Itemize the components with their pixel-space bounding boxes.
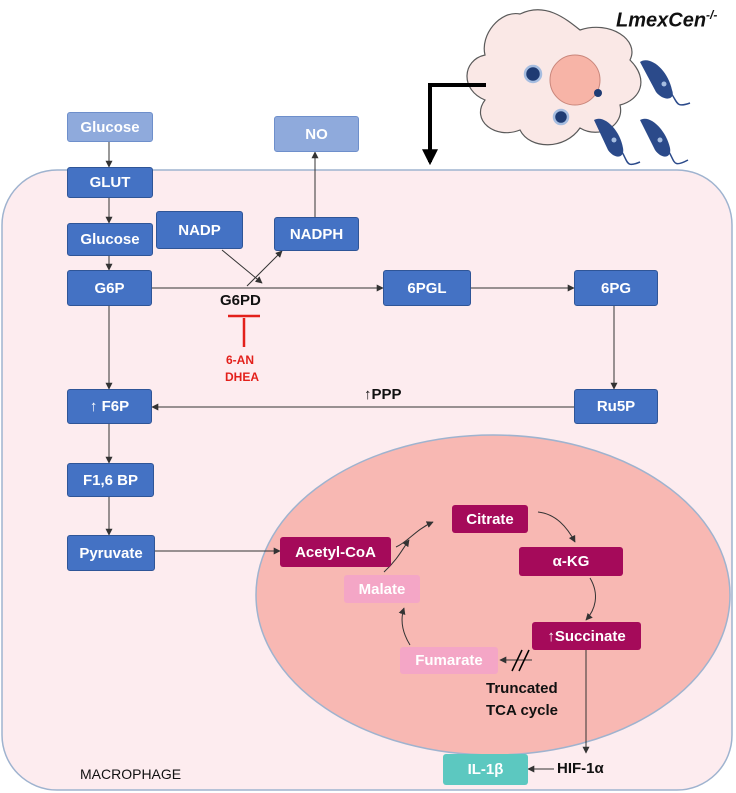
- amastigote-2: [552, 108, 570, 126]
- node-malate: Malate: [344, 575, 420, 603]
- arrow-akg-succinate: [585, 577, 597, 621]
- amastigote-3: [594, 89, 602, 97]
- strain-name: LmexCen: [616, 9, 707, 32]
- strain-title: LmexCen-/-: [616, 8, 717, 33]
- node-f6p: ↑ F6P: [67, 389, 152, 424]
- node-no: NO: [274, 116, 359, 152]
- node-ru5p: Ru5P: [574, 389, 658, 424]
- strain-superscript: -/-: [706, 8, 718, 22]
- node-glut: GLUT: [67, 167, 153, 198]
- label-g6pd: G6PD: [220, 292, 261, 309]
- node-g6p: G6P: [67, 270, 152, 306]
- node-glucose-extracellular: Glucose: [67, 112, 153, 142]
- amastigote-1: [523, 64, 543, 84]
- node-succinate: ↑Succinate: [532, 622, 641, 650]
- promastigote-2: [594, 118, 641, 166]
- node-f16bp: F1,6 BP: [67, 463, 154, 497]
- infection-arrow: [422, 83, 486, 166]
- label-tca-cycle: TCA cycle: [486, 702, 558, 719]
- node-nadp: NADP: [156, 211, 243, 249]
- node-alpha-kg: α-KG: [519, 547, 623, 576]
- promastigote-3: [640, 118, 689, 165]
- arrow-citrate-akg: [537, 511, 576, 543]
- node-pyruvate: Pyruvate: [67, 535, 155, 571]
- arrow-fumarate-malate: [398, 607, 411, 646]
- block-slash-1: [511, 649, 523, 672]
- node-6pgl: 6PGL: [383, 270, 471, 306]
- label-ppp: ↑PPP: [364, 386, 402, 403]
- promastigote-1: [640, 60, 691, 106]
- node-il1b: IL-1β: [443, 754, 528, 785]
- host-nucleus: [549, 54, 601, 106]
- block-slash-2: [518, 649, 530, 672]
- node-fumarate: Fumarate: [400, 647, 498, 674]
- label-inhibitor-dhea: DHEA: [225, 370, 260, 384]
- arrow-acetylcoa-citrate: [395, 521, 434, 548]
- arrow-malate-acetylcoa: [383, 539, 410, 573]
- arrow-nadp-g6pd: [221, 249, 263, 284]
- node-citrate: Citrate: [452, 505, 528, 533]
- node-acetyl-coa: Acetyl-CoA: [280, 537, 391, 567]
- arrow-g6pd-nadph: [246, 250, 283, 287]
- label-inhibitor-6an: 6-AN: [226, 353, 255, 367]
- label-macrophage: MACROPHAGE: [80, 766, 182, 782]
- node-nadph: NADPH: [274, 217, 359, 251]
- node-glucose: Glucose: [67, 223, 153, 256]
- label-hif-1alpha: HIF-1α: [557, 760, 604, 777]
- label-truncated: Truncated: [486, 680, 558, 697]
- node-6pg: 6PG: [574, 270, 658, 306]
